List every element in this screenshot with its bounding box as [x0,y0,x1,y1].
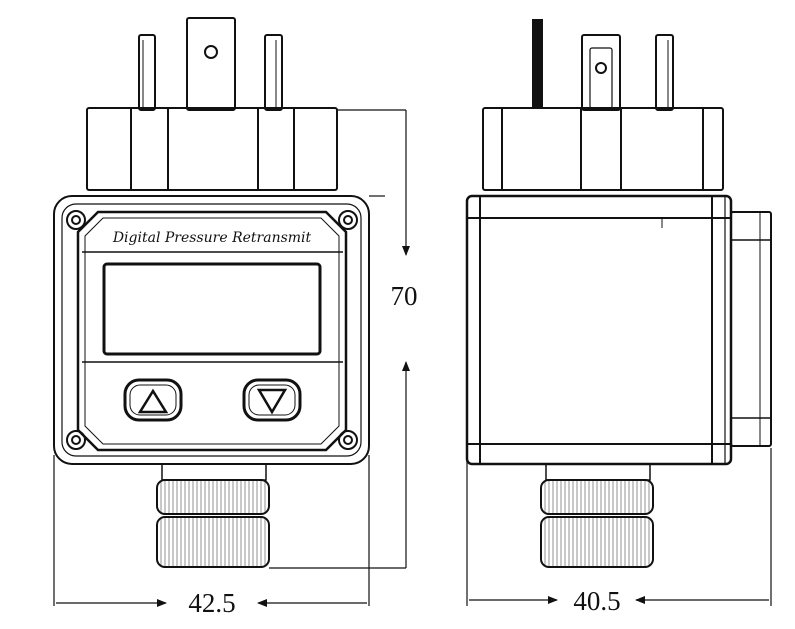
screw-bottom-right [338,430,358,450]
connector-pins [138,17,283,111]
down-button [242,378,302,422]
front-width-dimension-label: 42.5 [188,588,235,618]
front-housing [53,195,370,465]
screw-bottom-left [66,430,86,450]
side-bottom-fitting [540,463,654,568]
up-triangle-icon [137,388,169,414]
front-view [53,17,370,568]
up-button [123,378,183,422]
height-dimension-label: 70 [391,281,418,311]
front-panel [76,210,348,452]
down-triangle-icon [256,388,288,415]
screw-top-left [66,210,86,230]
lcd-display [102,262,322,356]
connector-block [86,107,338,191]
side-connector-block [482,107,724,191]
side-view [465,19,772,568]
dimension-lines [53,109,772,607]
side-housing [465,194,733,466]
bottom-fitting [156,463,270,568]
side-connector-pins [532,19,674,111]
panel-title: Digital Pressure Retransmit [112,230,312,246]
side-cover [730,211,772,447]
screw-top-right [338,210,358,230]
side-width-dimension-label: 40.5 [573,586,620,616]
